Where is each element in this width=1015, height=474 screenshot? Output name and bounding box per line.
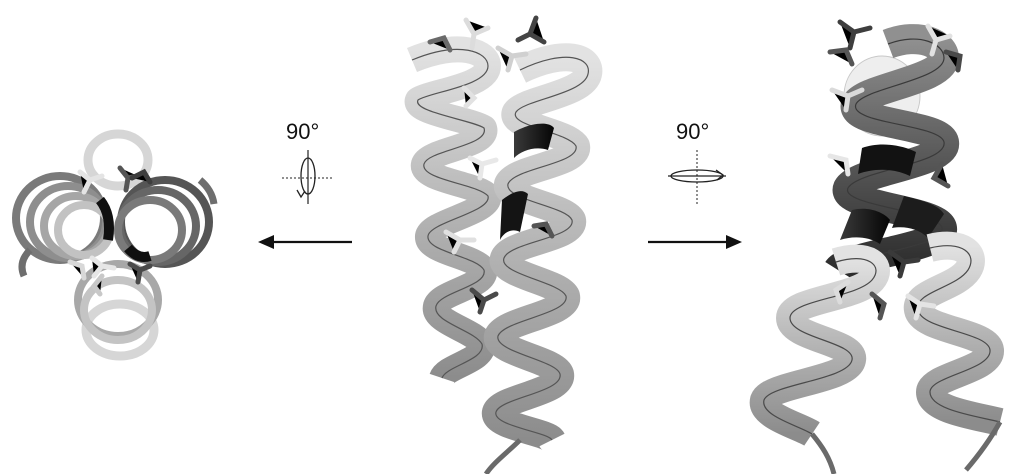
top-view-structure [16, 134, 214, 356]
rotated-view-structure [764, 22, 1000, 474]
horizontal-rotation-icon [668, 150, 726, 204]
rotation-right-angle-label: 90° [676, 119, 709, 144]
vertical-rotation-icon [282, 150, 334, 204]
rotation-right-indicator: 90° [648, 119, 742, 249]
left-arrow-icon [258, 235, 352, 249]
rotation-left-angle-label: 90° [286, 119, 319, 144]
rotation-left-indicator: 90° [258, 119, 352, 249]
side-view-structure [412, 18, 588, 474]
right-arrow-icon [648, 235, 742, 249]
